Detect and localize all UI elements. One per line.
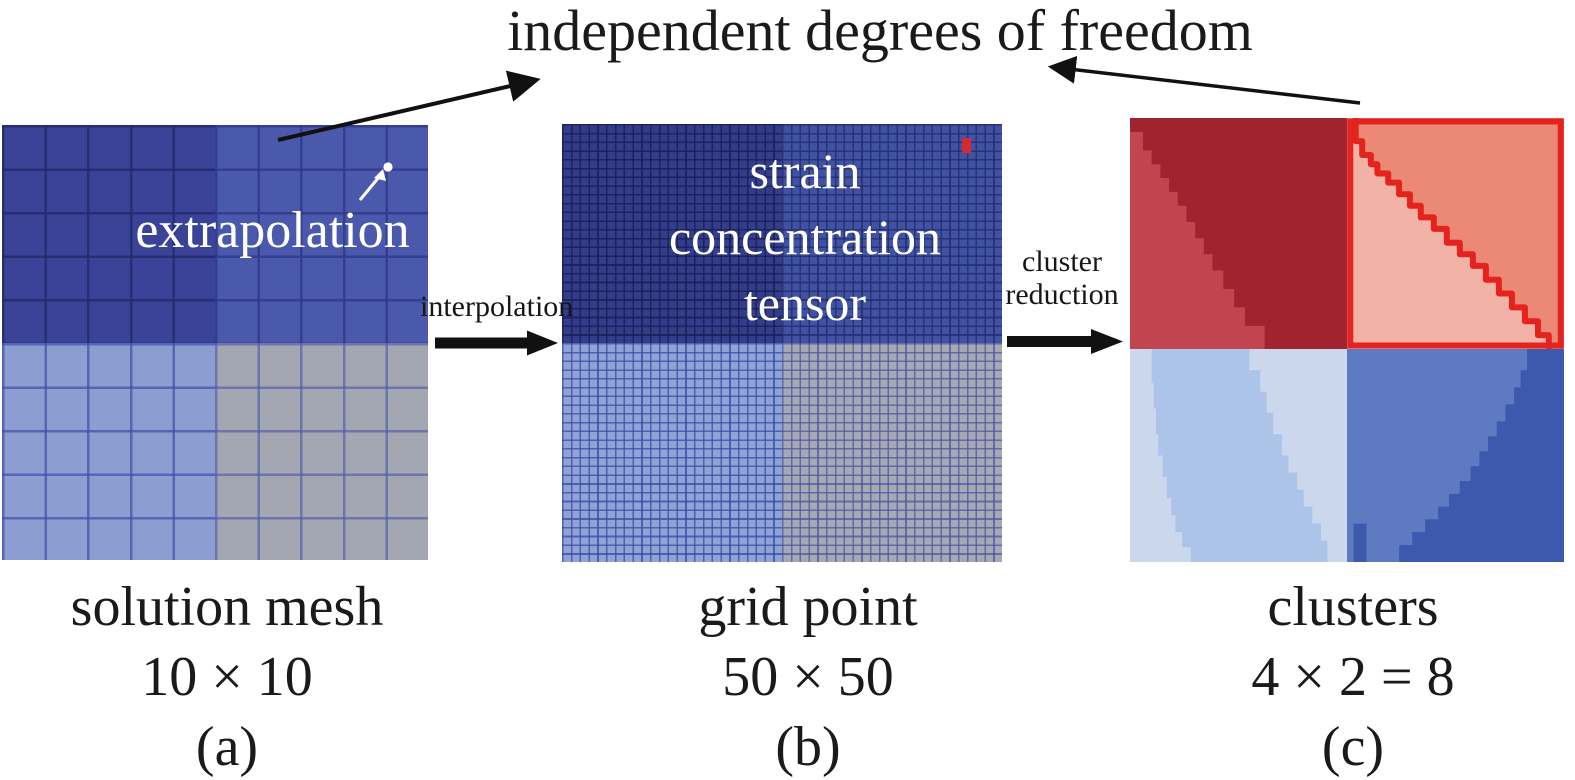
grid-quadrant-bottom-right (782, 343, 1002, 562)
panel-grid-points (562, 124, 1002, 562)
cluster-reduction-arrow-icon (1007, 329, 1123, 354)
caption-b-line3: (b) (775, 716, 841, 778)
caption-panel-a: solution mesh 10 × 10 (a) (17, 572, 437, 780)
mesh-quadrant-bottom-right (215, 342, 428, 560)
mesh-quadrant-top-right (215, 125, 428, 343)
highlighted-cluster-border (1350, 121, 1560, 345)
caption-b-line1: grid point (698, 576, 918, 638)
tensor-line: tensor (743, 275, 867, 331)
cluster-boundary-line (1356, 118, 1549, 349)
caption-a-line1: solution mesh (70, 576, 384, 638)
cluster-reduction-line2: reduction (1005, 278, 1119, 311)
mesh-quadrant-bottom-left (2, 342, 215, 560)
cluster-quadrant-bottom-left (1130, 349, 1347, 562)
pointer-arrow-icon (358, 162, 393, 201)
strain-line: strain (749, 143, 861, 199)
interpolation-label: interpolation (420, 290, 574, 323)
concentration-line: concentration (668, 209, 942, 265)
caption-c-line2: 4 × 2 = 8 (1251, 646, 1455, 708)
grid-quadrant-top-right (782, 124, 1002, 343)
cluster-quadrant-bottom-right (1347, 349, 1564, 562)
caption-panel-c: clusters 4 × 2 = 8 (c) (1143, 572, 1563, 780)
grid-quadrant-top-left (562, 124, 782, 343)
cluster-reduction-line1: cluster (1022, 245, 1102, 278)
caption-c-line1: clusters (1267, 576, 1439, 638)
caption-panel-b: grid point 50 × 50 (b) (598, 572, 1018, 780)
cluster-reduction-label: cluster reduction (987, 245, 1137, 311)
red-marker (962, 138, 971, 153)
grid-quadrant-bottom-left (562, 343, 782, 562)
figure-title: independent degrees of freedom (507, 0, 1253, 63)
strain-concentration-tensor-label: strain concentration tensor (605, 138, 1005, 336)
cluster-quadrant-top-left (1130, 118, 1347, 349)
caption-c-line3: (c) (1321, 716, 1385, 778)
panel-solution-mesh (2, 125, 428, 560)
arrow-clusters-to-title (1047, 55, 1361, 105)
caption-b-line2: 50 × 50 (722, 646, 894, 708)
cluster-quadrant-top-right (1347, 118, 1564, 349)
interpolation-arrow-icon (435, 330, 558, 356)
mesh-quadrant-top-left (2, 125, 215, 343)
extrapolation-label: extrapolation (135, 202, 410, 259)
caption-a-line2: 10 × 10 (141, 646, 313, 708)
caption-a-line3: (a) (195, 716, 259, 778)
